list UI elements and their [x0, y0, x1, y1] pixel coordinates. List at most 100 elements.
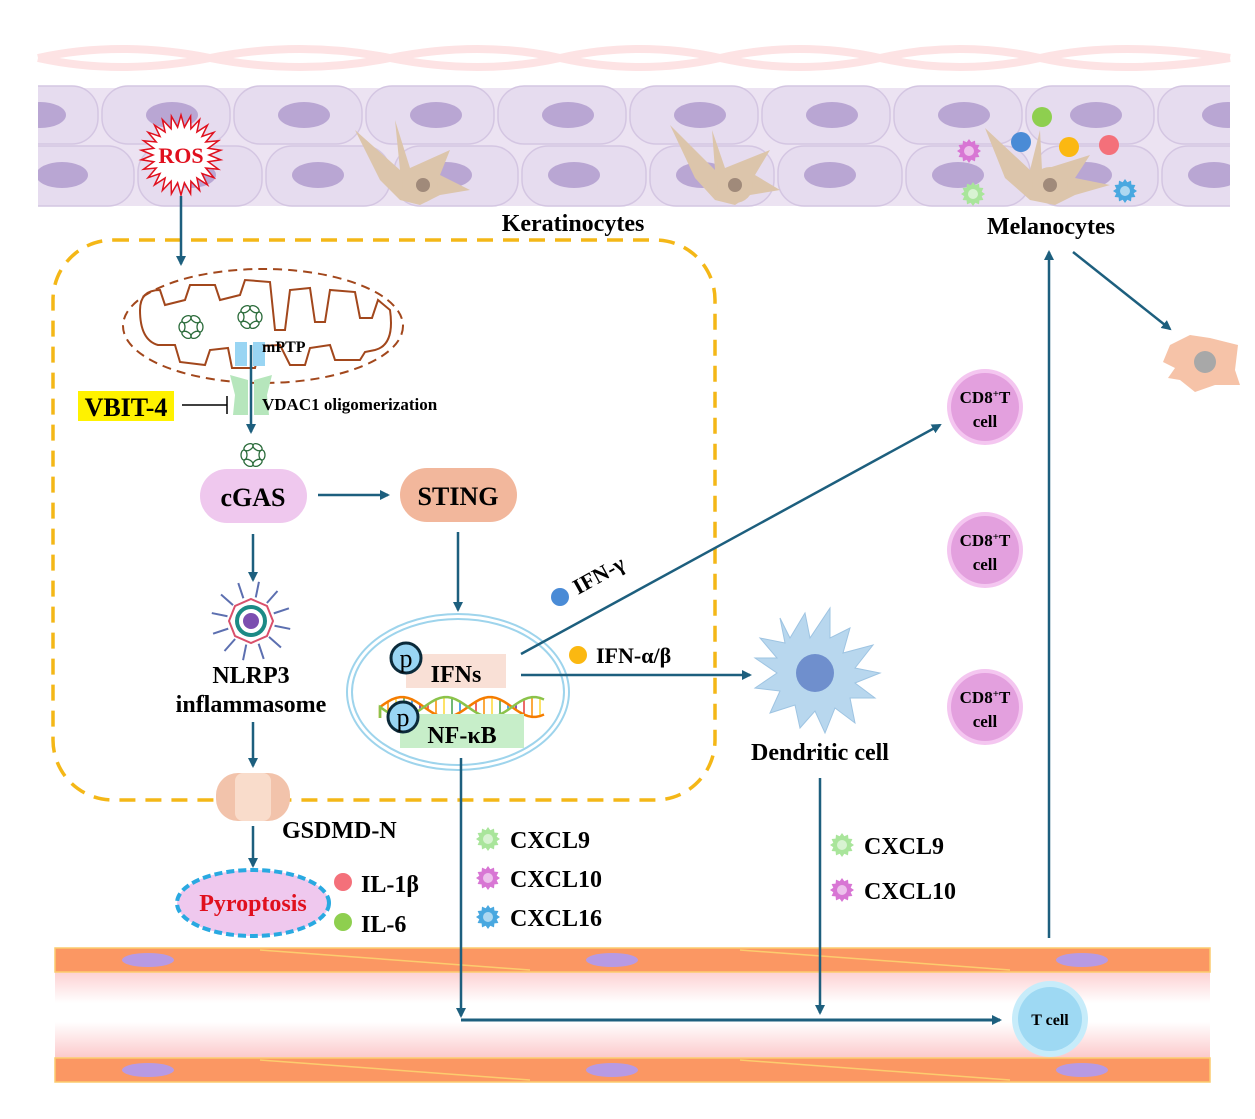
- melanocyte-skin-2: [670, 125, 780, 205]
- keratinocyte-nucleus: [938, 102, 990, 128]
- chemokine-label: CXCL10: [510, 867, 602, 893]
- vdac1-label: VDAC1 oligomerization: [262, 395, 438, 414]
- cxcl16-icon-skin: [1113, 179, 1137, 203]
- nfkb-label: NF-κB: [427, 723, 496, 749]
- cd8-label: CD8+T: [960, 688, 1011, 707]
- cxcl9-icon-skin: [961, 182, 985, 206]
- vdac1-channel-icon: [230, 375, 272, 415]
- chemokine-cxcl16-icon: [476, 905, 500, 929]
- cd8-t-cell-node: CD8+T cell: [947, 669, 1023, 745]
- chemokine-cxcl9-icon: [476, 827, 500, 851]
- nlrp3-inflammasome-icon: [211, 581, 291, 661]
- chemokine-item: CXCL16: [476, 905, 602, 932]
- cell-label: cell: [973, 712, 998, 731]
- mitochondrion: [122, 268, 404, 384]
- keratinocyte-nucleus: [146, 102, 198, 128]
- sting-node: [400, 468, 517, 522]
- keratinocyte-nucleus: [1188, 162, 1240, 188]
- keratinocyte-nucleus: [1070, 102, 1122, 128]
- sting-label: STING: [418, 482, 499, 511]
- ifn-gamma-dot-skin: [1011, 132, 1031, 152]
- il1b-dot-skin: [1099, 135, 1119, 155]
- chemokine-item: CXCL9: [476, 827, 590, 854]
- keratinocyte-nucleus: [410, 102, 462, 128]
- arrow-nucleus-to-cd8: [520, 423, 942, 656]
- t-cell-node: [1012, 981, 1088, 1057]
- keratinocyte-nucleus: [806, 102, 858, 128]
- chemokine-label: CXCL10: [864, 879, 956, 905]
- stratum-corneum: [37, 45, 1231, 71]
- endothelial-nucleus: [586, 1063, 638, 1077]
- ifn-ab-label: IFN-α/β: [596, 643, 671, 668]
- keratinocyte-nucleus: [548, 162, 600, 188]
- blood-vessel: [54, 947, 1211, 1083]
- dying-melanocyte-icon: [1163, 335, 1240, 392]
- nucleus: [346, 613, 570, 771]
- cell-label: cell: [973, 412, 998, 431]
- melanocytes-label: Melanocytes: [987, 214, 1115, 240]
- cytokine-label: IL-6: [361, 912, 406, 938]
- t-cell-label: T cell: [1031, 1012, 1069, 1029]
- chemokine-label: CXCL16: [510, 906, 602, 932]
- gsdmd-pore-icon: [216, 773, 290, 821]
- phospho-icon-nfkb: p: [386, 700, 420, 734]
- keratinocyte-nucleus: [542, 102, 594, 128]
- nlrp3-label-line2: inflammasome: [176, 692, 327, 718]
- ros-burst: ROS: [138, 112, 224, 198]
- gsdmd-label: GSDMD-N: [282, 818, 397, 844]
- keratinocyte-nucleus: [292, 162, 344, 188]
- ifns-box: [406, 654, 506, 688]
- cytokine-item: IL-6: [334, 912, 406, 938]
- chemokine-cxcl10-icon: [476, 866, 500, 890]
- endothelial-nucleus: [122, 1063, 174, 1077]
- cytokine-dot-icon: [334, 873, 352, 891]
- chemokine-label: CXCL9: [510, 828, 590, 854]
- cgas-label: cGAS: [221, 483, 286, 512]
- keratinocyte-nucleus: [804, 162, 856, 188]
- cd8-t-cell-node: CD8+T cell: [947, 369, 1023, 445]
- endothelial-nucleus: [1056, 953, 1108, 967]
- nfkb-box: [400, 714, 524, 748]
- cxcl10-icon-skin: [957, 139, 981, 163]
- cytokine-item: IL-1β: [334, 872, 419, 898]
- keratinocytes-label: Keratinocytes: [502, 211, 645, 237]
- chemokine-cxcl9-icon: [830, 833, 854, 857]
- chemokine-label: CXCL9: [864, 834, 944, 860]
- endothelial-nucleus: [586, 953, 638, 967]
- ifn-gamma-dot: [551, 588, 569, 606]
- chemokine-item: CXCL10: [830, 878, 956, 905]
- cell-label: cell: [973, 555, 998, 574]
- chemokine-item: CXCL9: [830, 833, 944, 860]
- ifn-ab-dot-skin: [1059, 137, 1079, 157]
- cgas-node: [200, 469, 307, 523]
- svg-text:p: p: [400, 644, 413, 673]
- skin-layer: ROS Keratinocytes Melanocytes: [0, 45, 1255, 240]
- keratinocyte-nucleus: [674, 102, 726, 128]
- mptp-channel-icon: [235, 342, 265, 366]
- melanocyte-skin-1: [355, 120, 470, 205]
- ifns-label: IFNs: [431, 662, 482, 688]
- vbit4-highlight: [78, 391, 174, 421]
- ifn-ab-dot: [569, 646, 587, 664]
- endothelial-nucleus: [122, 953, 174, 967]
- arrow-melanocytes-to-dying-cell: [1072, 251, 1172, 331]
- dendritic-cell-label: Dendritic cell: [751, 740, 889, 766]
- keratinocyte-nucleus: [278, 102, 330, 128]
- ifn-gamma-label: IFN-γ: [568, 551, 629, 600]
- keratinocyte-nucleus: [932, 162, 984, 188]
- mptp-label: mPTP: [262, 339, 306, 356]
- cytosolic-mtdna-icon: [240, 442, 266, 468]
- cd8-label: CD8+T: [960, 388, 1011, 407]
- cd8-t-cell-node: CD8+T cell: [947, 512, 1023, 588]
- pyroptosis-label: Pyroptosis: [199, 891, 307, 917]
- cytokine-dot-icon: [334, 913, 352, 931]
- nlrp3-label-line1: NLRP3: [212, 663, 289, 689]
- vbit4-label: VBIT-4: [85, 393, 168, 422]
- endothelial-nucleus: [1056, 1063, 1108, 1077]
- keratinocyte-nucleus: [36, 162, 88, 188]
- inhibition-vbit4-vdac1: [182, 396, 228, 414]
- cd8-label: CD8+T: [960, 531, 1011, 550]
- mtdna-icon: [237, 304, 263, 330]
- svg-text:p: p: [397, 703, 410, 732]
